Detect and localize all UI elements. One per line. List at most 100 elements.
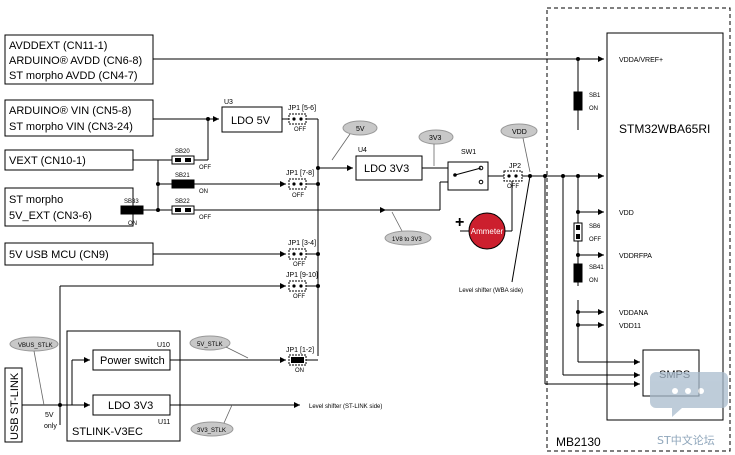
bridge-sb1: SB1 ON <box>573 91 601 112</box>
board-outline <box>546 7 731 452</box>
pin-vddana: VDDANA <box>619 310 649 317</box>
svg-text:OFF: OFF <box>293 294 305 300</box>
usb-only-label: only <box>44 423 57 430</box>
mcu-label: STM32WBA65RI <box>619 122 710 136</box>
stlink-label: STLINK-V3EC <box>72 426 143 438</box>
pin-vdd11: VDD11 <box>619 323 641 330</box>
svg-text:VBUS_STLK: VBUS_STLK <box>18 343 53 349</box>
svg-text:SB21: SB21 <box>175 173 190 179</box>
svg-text:JP1 [9-10]: JP1 [9-10] <box>286 272 318 279</box>
callout-5v-stlk: 5V_STLK <box>189 335 249 359</box>
svg-text:OFF: OFF <box>589 237 601 243</box>
usb-mcu-source: 5V USB MCU (CN9) <box>9 249 109 261</box>
svg-text:VDD: VDD <box>512 129 527 136</box>
ldo5v-label: LDO 5V <box>231 115 271 127</box>
svg-text:SB41: SB41 <box>589 265 604 271</box>
bridge-sb21: SB21 ON <box>171 173 208 195</box>
watermark-text: ST中文论坛 <box>657 433 715 447</box>
jumper-jp1-910: JP1 [9-10] OFF <box>286 272 318 300</box>
morpho5v-source-2: 5V_EXT (CN3-6) <box>9 210 92 222</box>
level-shifter-stlink: Level shifter (ST-LINK side) <box>309 404 382 410</box>
jumper-jp2: JP2 OFF <box>503 163 523 190</box>
mcu-block <box>606 32 724 421</box>
callout-vdd: VDD <box>500 123 538 173</box>
power-switch-label: Power switch <box>100 355 165 367</box>
svg-text:OFF: OFF <box>199 165 211 171</box>
morpho5v-source-box <box>4 187 134 227</box>
svg-text:JP2: JP2 <box>509 163 521 170</box>
svg-text:SB1: SB1 <box>589 93 601 99</box>
avdd-source-1: AVDDEXT (CN11-1) <box>9 40 107 52</box>
pin-vdda: VDDA/VREF+ <box>619 57 663 64</box>
bridge-sb41: SB41 ON <box>573 263 604 284</box>
ldo3v3-label: LDO 3V3 <box>364 163 409 175</box>
jumper-jp1-78: JP1 [7-8] OFF <box>286 170 314 199</box>
bridge-sb22: SB22 OFF <box>171 199 211 221</box>
callout-3v3: 3V3 <box>418 129 454 166</box>
avdd-source-3: ST morpho AVDD (CN4-7) <box>9 70 138 82</box>
sw1-switch <box>447 161 489 191</box>
svg-text:ON: ON <box>589 278 598 284</box>
svg-text:OFF: OFF <box>294 127 306 133</box>
jumper-jp1-12: JP1 [1-2] ON <box>286 347 314 374</box>
bridge-sb33: SB33 ON <box>120 199 144 227</box>
morpho5v-source-1: ST morpho <box>9 194 63 206</box>
vext-source: VEXT (CN10-1) <box>9 155 86 167</box>
u3-label: U3 <box>224 99 233 106</box>
svg-text:SB6: SB6 <box>589 224 601 230</box>
svg-text:JP1 [7-8]: JP1 [7-8] <box>286 170 314 177</box>
callout-1v8: 1V8 to 3V3 <box>384 211 432 246</box>
callout-vbus: VBUS_STLK <box>9 336 59 406</box>
svg-text:JP1 [1-2]: JP1 [1-2] <box>286 347 314 354</box>
pin-vdd: VDD <box>619 210 634 217</box>
svg-text:ON: ON <box>128 221 137 227</box>
svg-text:ON: ON <box>589 106 598 112</box>
u11-label: U11 <box>158 419 170 426</box>
usb-stlink-label: USB ST-LINK <box>9 372 21 440</box>
svg-text:OFF: OFF <box>292 193 304 199</box>
svg-text:5V: 5V <box>356 126 365 133</box>
svg-text:ON: ON <box>199 189 208 195</box>
junctions <box>58 57 580 407</box>
bridge-sb6: SB6 OFF <box>573 222 601 243</box>
vin-source-box <box>4 99 154 137</box>
u4-label: U4 <box>358 147 367 154</box>
svg-text:SB20: SB20 <box>175 149 190 155</box>
svg-text:OFF: OFF <box>199 215 211 221</box>
wires <box>22 56 640 425</box>
u10-label: U10 <box>157 342 170 349</box>
svg-text:3V3: 3V3 <box>429 135 442 142</box>
ldo3v3-block <box>355 155 423 181</box>
svg-text:OFF: OFF <box>507 184 519 190</box>
svg-text:5V_STLK: 5V_STLK <box>197 342 223 348</box>
svg-text:SB33: SB33 <box>124 199 139 205</box>
ammeter-label: Ammeter <box>471 227 504 236</box>
ldo3v3-stlink-label: LDO 3V3 <box>108 400 153 412</box>
sw1-label: SW1 <box>461 149 476 156</box>
avdd-source-2: ARDUINO® AVDD (CN6-8) <box>9 55 142 67</box>
svg-text:SB22: SB22 <box>175 199 190 205</box>
svg-text:ON: ON <box>295 368 304 374</box>
bridge-sb20: SB20 OFF <box>171 149 211 171</box>
watermark-logo <box>650 372 728 417</box>
svg-text:OFF: OFF <box>293 262 305 268</box>
svg-text:JP1 [3-4]: JP1 [3-4] <box>288 240 316 247</box>
vin-source-2: ST morpho VIN (CN3-24) <box>9 121 133 133</box>
svg-text:3V3_STLK: 3V3_STLK <box>197 428 226 434</box>
stlink-block <box>66 330 181 442</box>
board-label: MB2130 <box>556 435 601 449</box>
ammeter-plus: + <box>455 214 464 231</box>
svg-text:1V8 to 3V3: 1V8 to 3V3 <box>392 237 422 243</box>
jumper-jp1-56: JP1 [5-6] OFF <box>288 105 316 133</box>
callout-5v: 5V <box>331 120 378 161</box>
jumper-jp1-34: JP1 [3-4] OFF <box>288 240 316 268</box>
ldo5v-block <box>221 106 283 133</box>
pin-vddrfpa: VDDRFPA <box>619 253 652 260</box>
vin-source-1: ARDUINO® VIN (CN5-8) <box>9 105 131 117</box>
svg-text:JP1 [5-6]: JP1 [5-6] <box>288 105 316 112</box>
usb-5v-label: 5V <box>45 412 54 419</box>
callout-3v3-stlk: 3V3_STLK <box>190 404 234 437</box>
level-shifter-wba: Level shifter (WBA side) <box>459 288 523 294</box>
avdd-source-box <box>4 34 154 85</box>
